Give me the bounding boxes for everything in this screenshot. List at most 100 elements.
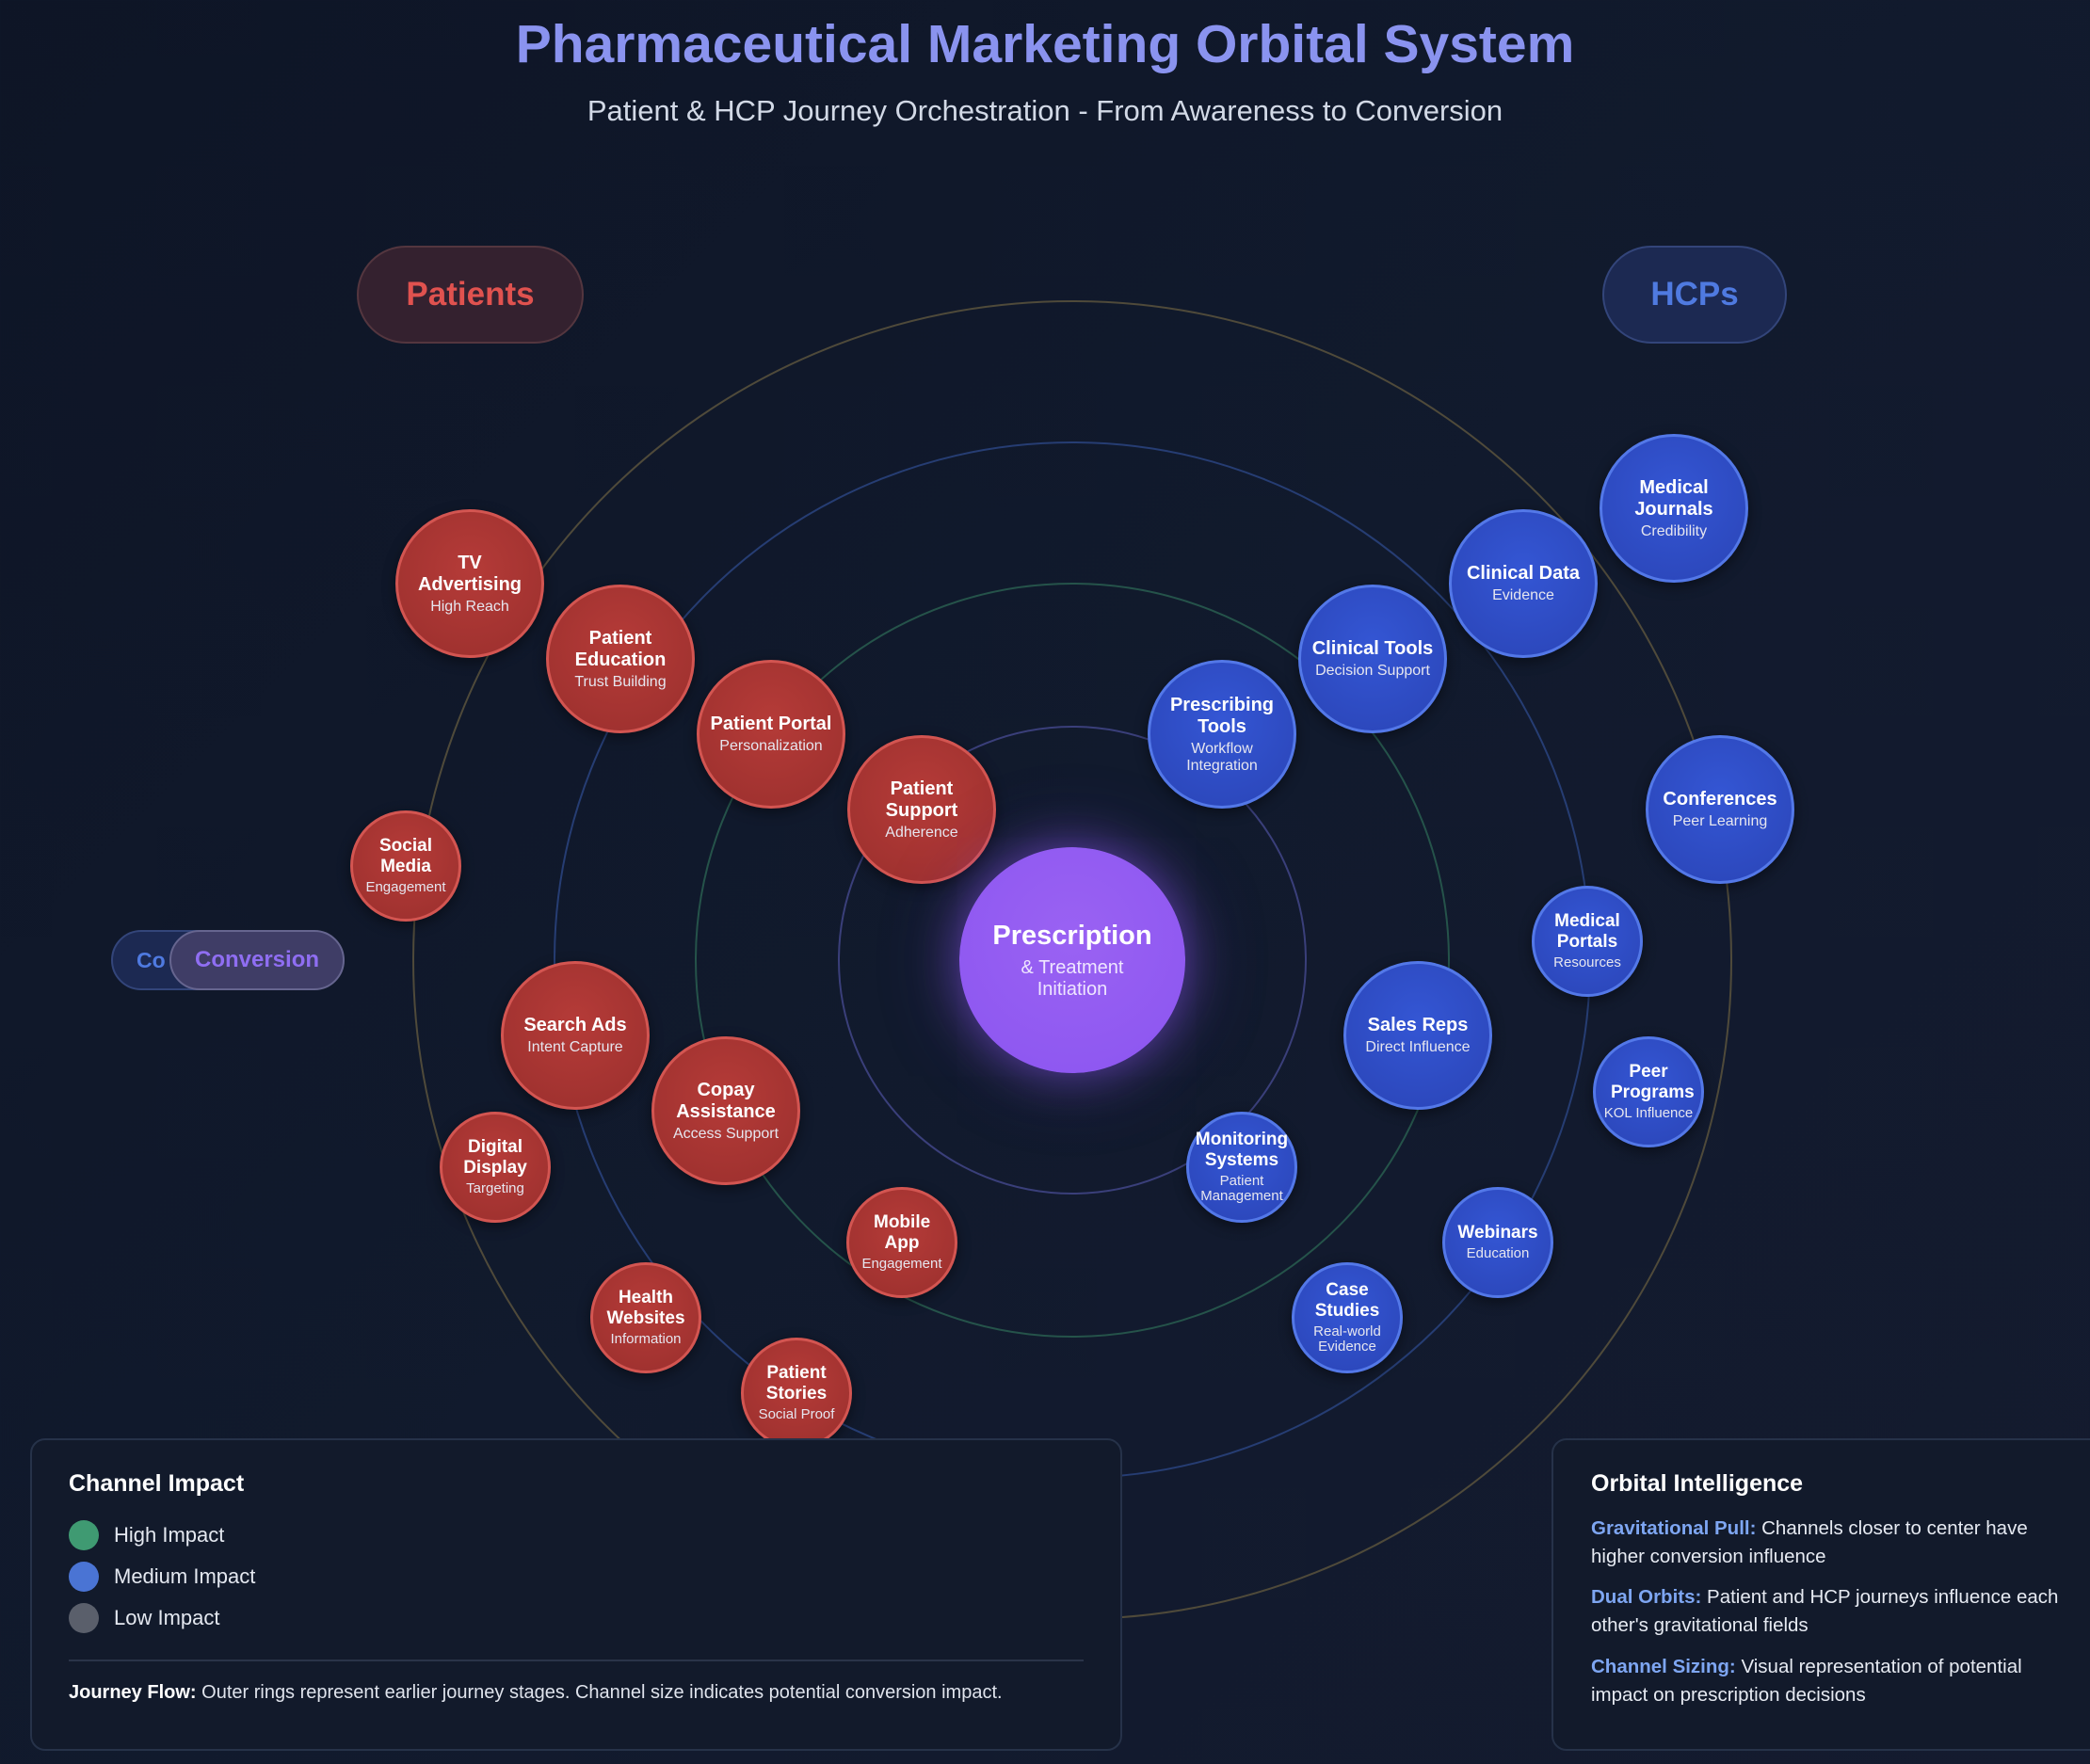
channel-subtitle: Targeting <box>466 1180 524 1197</box>
channel-medical-portals[interactable]: Medical Portals Resources <box>1532 886 1643 997</box>
journey-flow-note: Journey Flow: Outer rings represent earl… <box>69 1682 1084 1704</box>
channel-subtitle: Real-world Evidence <box>1313 1323 1381 1355</box>
channel-case-studies[interactable]: Case Studies Real-world Evidence <box>1292 1262 1403 1373</box>
channel-webinars[interactable]: Webinars Education <box>1442 1187 1553 1298</box>
legend-title: Channel Impact <box>69 1470 245 1497</box>
channel-clinical-tools[interactable]: Clinical Tools Decision Support <box>1298 585 1447 733</box>
channel-clinical-data[interactable]: Clinical Data Evidence <box>1449 509 1598 658</box>
channel-name: Patient Education <box>574 627 667 670</box>
channel-subtitle: Credibility <box>1640 522 1708 539</box>
channel-name: Medical Portals <box>1554 911 1620 953</box>
intel-item-channel-sizing: Channel Sizing: Visual representation of… <box>1591 1653 2081 1708</box>
legend-item-high: High Impact <box>69 1515 1084 1556</box>
channel-patient-support[interactable]: Patient Support Adherence <box>847 735 996 884</box>
channel-subtitle: Patient Management <box>1200 1172 1283 1205</box>
orbit-ring-1 <box>838 726 1307 1195</box>
channel-patient-education[interactable]: Patient Education Trust Building <box>546 585 695 733</box>
legend-label: High Impact <box>114 1523 225 1547</box>
channel-subtitle: Intent Capture <box>527 1039 623 1056</box>
channel-name: Webinars <box>1457 1223 1538 1243</box>
legend-divider <box>69 1660 1084 1661</box>
channel-name: Patient Stories <box>765 1363 828 1404</box>
channel-subtitle: Access Support <box>672 1125 780 1142</box>
prescription-center[interactable]: Prescription & Treatment Initiation <box>959 847 1185 1073</box>
channel-sales-reps[interactable]: Sales Reps Direct Influence <box>1343 961 1492 1110</box>
channel-subtitle: Personalization <box>719 738 823 755</box>
channel-medical-journals[interactable]: Medical Journals Credibility <box>1600 434 1748 583</box>
legend-swatch-medium <box>69 1562 99 1592</box>
channel-name: Mobile App <box>874 1212 931 1254</box>
channel-subtitle: Social Proof <box>758 1406 835 1423</box>
channel-name: Copay Assistance <box>676 1079 776 1122</box>
channel-subtitle: Trust Building <box>574 673 667 690</box>
journey-flow-label: Journey Flow: <box>69 1682 197 1703</box>
channel-prescribing-tools[interactable]: Prescribing Tools Workflow Integration <box>1148 660 1296 809</box>
channel-name: Conferences <box>1663 789 1777 810</box>
channel-search-ads[interactable]: Search Ads Intent Capture <box>501 961 650 1110</box>
center-subtitle: & Treatment Initiation <box>1021 956 1124 1000</box>
channel-subtitle: Workflow Integration <box>1186 740 1258 774</box>
channel-peer-programs[interactable]: Peer Programs KOL Influence <box>1593 1036 1704 1147</box>
page-subtitle: Patient & HCP Journey Orchestration - Fr… <box>587 94 1503 127</box>
legend-item-low: Low Impact <box>69 1597 1084 1639</box>
channel-name: Case Studies <box>1314 1280 1380 1321</box>
channel-subtitle: Education <box>1466 1245 1530 1262</box>
intel-label: Dual Orbits: <box>1591 1586 1702 1609</box>
intel-item-gravitational-pull: Gravitational Pull: Channels closer to c… <box>1591 1515 2081 1570</box>
channel-impact-legend: Channel Impact High Impact Medium Impact… <box>30 1438 1122 1751</box>
intel-text: Channels closer to center have higher co… <box>1591 1517 2028 1567</box>
orbit-ring-2 <box>695 583 1450 1338</box>
legend-label: Low Impact <box>114 1606 220 1629</box>
channel-subtitle: Direct Influence <box>1365 1039 1471 1056</box>
hcps-label: HCPs <box>1602 246 1787 344</box>
intel-text: Patient and HCP journeys influence each … <box>1591 1586 2059 1637</box>
channel-subtitle: Information <box>610 1331 682 1348</box>
conversion-labels: Co Conversion <box>111 930 345 990</box>
channel-health-websites[interactable]: Health Websites Information <box>590 1262 701 1373</box>
legend-item-medium: Medium Impact <box>69 1556 1084 1597</box>
channel-patient-portal[interactable]: Patient Portal Personalization <box>697 660 845 809</box>
conversion-label: Conversion <box>169 930 345 990</box>
channel-digital-display[interactable]: Digital Display Targeting <box>440 1112 551 1223</box>
channel-name: Health Websites <box>606 1288 685 1329</box>
channel-name: Social Media <box>379 836 432 877</box>
channel-subtitle: Decision Support <box>1315 663 1430 680</box>
channel-copay-assistance[interactable]: Copay Assistance Access Support <box>651 1036 800 1185</box>
channel-social-media[interactable]: Social Media Engagement <box>350 810 461 922</box>
channel-tv-advertising[interactable]: TV Advertising High Reach <box>395 509 544 658</box>
channel-name: Patient Support <box>885 778 958 821</box>
channel-name: Medical Journals <box>1634 476 1713 520</box>
channel-subtitle: Peer Learning <box>1672 813 1768 830</box>
intel-label: Channel Sizing: <box>1591 1655 1736 1677</box>
journey-flow-text: Outer rings represent earlier journey st… <box>196 1682 1003 1703</box>
intel-item-dual-orbits: Dual Orbits: Patient and HCP journeys in… <box>1591 1583 2081 1639</box>
intel-title: Orbital Intelligence <box>1591 1470 1804 1497</box>
channel-name: Digital Display <box>463 1137 527 1179</box>
channel-name: Prescribing Tools <box>1169 694 1275 737</box>
page-title: Pharmaceutical Marketing Orbital System <box>515 14 1575 74</box>
channel-name: TV Advertising <box>417 552 522 595</box>
intel-label: Gravitational Pull: <box>1591 1517 1757 1539</box>
channel-name: Sales Reps <box>1367 1015 1469 1036</box>
orbital-intelligence-panel: Orbital Intelligence Gravitational Pull:… <box>1551 1438 2090 1751</box>
channel-name: Patient Portal <box>710 714 832 735</box>
channel-mobile-app[interactable]: Mobile App Engagement <box>846 1187 957 1298</box>
channel-name: Monitoring Systems <box>1195 1130 1289 1170</box>
intel-text: Visual representation of potential impac… <box>1591 1655 2022 1706</box>
legend-swatch-high <box>69 1520 99 1550</box>
channel-subtitle: Engagement <box>861 1256 942 1273</box>
center-title: Prescription <box>992 920 1152 951</box>
channel-conferences[interactable]: Conferences Peer Learning <box>1646 735 1794 884</box>
channel-monitoring-systems[interactable]: Monitoring Systems Patient Management <box>1186 1112 1297 1223</box>
channel-subtitle: Engagement <box>365 879 446 896</box>
channel-patient-stories[interactable]: Patient Stories Social Proof <box>741 1338 852 1449</box>
legend-label: Medium Impact <box>114 1564 256 1588</box>
channel-subtitle: Evidence <box>1492 587 1554 604</box>
channel-name: Clinical Data <box>1466 563 1581 585</box>
legend-swatch-low <box>69 1603 99 1633</box>
channel-subtitle: Resources <box>1553 954 1621 971</box>
channel-name: Search Ads <box>523 1015 627 1036</box>
channel-subtitle: Adherence <box>885 824 958 841</box>
channel-name: Clinical Tools <box>1311 638 1434 660</box>
